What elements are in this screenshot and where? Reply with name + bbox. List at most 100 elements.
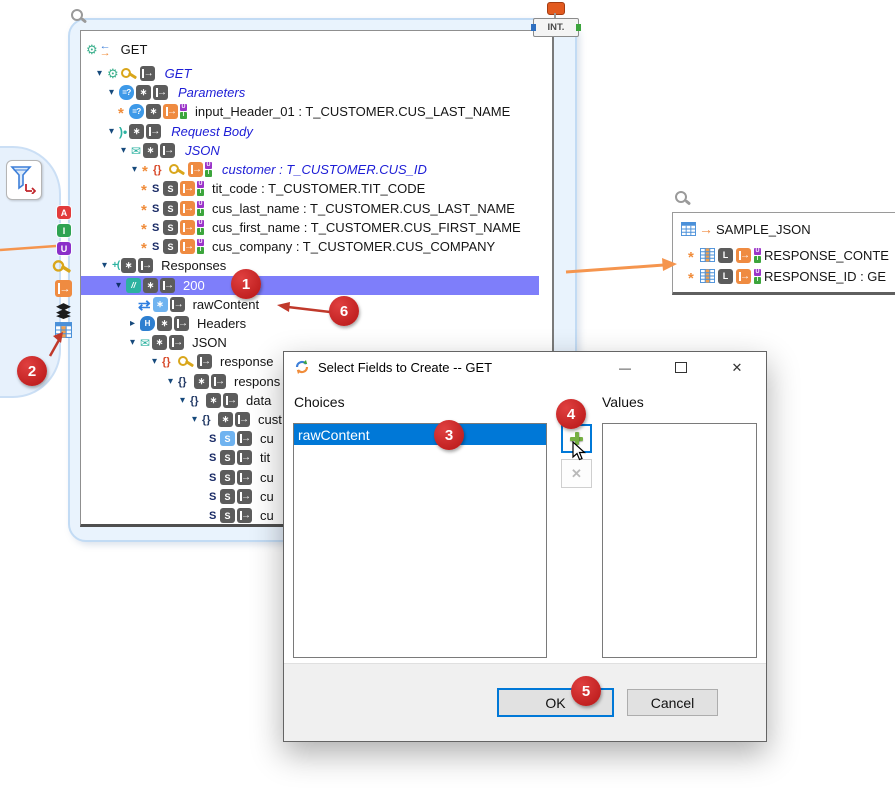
caret-right-icon[interactable]: ▸ (129, 318, 136, 329)
maximize-button[interactable] (653, 353, 709, 382)
list-type-icon: L (718, 268, 733, 284)
tree-row-json-response[interactable]: ▾ ✉ ∗ → JSON (127, 333, 227, 352)
envelope-icon: ✉ (131, 143, 142, 158)
caret-down-icon[interactable]: ▾ (131, 164, 138, 175)
caret-down-icon[interactable]: ▾ (151, 356, 158, 367)
x-icon: ✕ (571, 465, 582, 481)
export-icon: → (160, 278, 175, 293)
new-field-icon: ∗ (143, 143, 159, 158)
choices-list[interactable]: rawContent (293, 423, 547, 658)
badge-u-icon: U (197, 239, 204, 246)
string-new-icon: S (220, 450, 235, 465)
caret-down-icon[interactable]: ▾ (96, 68, 103, 79)
tree-row-responses[interactable]: ▾ +( ∗ → Responses (99, 256, 226, 275)
caret-down-icon[interactable]: ▾ (167, 376, 174, 387)
values-list[interactable] (602, 423, 757, 658)
badge-i-icon: I (754, 276, 761, 284)
key-icon (169, 162, 186, 177)
caret-down-icon[interactable]: ▾ (101, 260, 108, 271)
required-asterisk-icon: * (141, 182, 147, 199)
body-icon: )• (119, 124, 128, 139)
badge-i-icon: I (205, 170, 212, 177)
badge-u-icon: U (197, 201, 204, 208)
remove-field-button[interactable]: ✕ (561, 459, 592, 488)
plus-icon (570, 432, 583, 445)
export-icon: → (146, 124, 162, 139)
cancel-button[interactable]: Cancel (627, 689, 718, 716)
tree-row-rawcontent[interactable]: ⇄ ∗ → rawContent (138, 295, 259, 314)
sample-json-title-row[interactable]: → SAMPLE_JSON (681, 219, 811, 239)
tree-row-label: Responses (161, 258, 227, 273)
tree-row-label: cus_first_name : T_CUSTOMER.CUS_FIRST_NA… (212, 220, 521, 235)
tree-row-field[interactable]: S S → cu (209, 429, 274, 448)
tree-row-request-body[interactable]: ▾ )• ∗ → Request Body (106, 122, 253, 141)
new-field-icon: ∗ (218, 412, 233, 427)
annotation-circle-4: 4 (556, 399, 586, 429)
search-icon[interactable] (70, 8, 87, 25)
tree-row-field[interactable]: S S → cu (209, 506, 274, 524)
caret-down-icon[interactable]: ▾ (108, 87, 115, 98)
tree-row-field[interactable]: S S → cu (209, 487, 274, 506)
tree-row-response[interactable]: ▾ {} → response (149, 352, 273, 371)
string-highlighted-icon: S (220, 431, 235, 446)
caret-down-icon[interactable]: ▾ (129, 337, 136, 348)
string-type-icon: S (152, 221, 160, 234)
annotation-circle-3: 3 (434, 420, 464, 450)
export-icon: → (237, 489, 252, 504)
string-type-icon: S (152, 240, 160, 253)
table-icon[interactable] (55, 322, 72, 338)
dialog-title-bar[interactable]: Select Fields to Create -- GET (284, 352, 766, 382)
dialog-title: Select Fields to Create -- GET (318, 359, 493, 375)
tree-row-respons[interactable]: ▾ {} ∗ → respons (165, 372, 280, 391)
envelope-icon: ✉ (140, 335, 151, 350)
tree-row-field[interactable]: S S → tit (209, 448, 270, 467)
tree-row-data[interactable]: ▾ {} ∗ → data (177, 391, 271, 410)
object-braces-icon: {} (178, 375, 187, 388)
tree-row-get-root[interactable]: ⚙ ←→ GET (86, 40, 147, 59)
string-type-icon: S (152, 182, 160, 195)
tree-row-200-selected[interactable]: ▾ // ∗ → 200 (113, 276, 205, 295)
window-controls: — ✕ (597, 353, 765, 382)
search-icon[interactable] (674, 190, 691, 207)
caret-down-icon[interactable]: ▾ (179, 395, 186, 406)
choice-item-rawcontent[interactable]: rawContent (294, 424, 546, 445)
object-braces-icon: {} (190, 394, 199, 407)
tree-row-json-request[interactable]: ▾ ✉ ∗ → JSON (118, 141, 220, 160)
tree-row-label: cu (260, 470, 274, 485)
tree-row-headers[interactable]: ▸ H ∗ → Headers (127, 314, 246, 333)
export-icon: → (223, 393, 238, 408)
close-button[interactable]: ✕ (731, 359, 743, 375)
caret-down-icon[interactable]: ▾ (115, 280, 122, 291)
question-icon: =? (119, 85, 134, 100)
badge-i-icon: I (57, 224, 71, 237)
minimize-button[interactable]: — (619, 360, 631, 375)
required-asterisk-icon: * (142, 163, 148, 180)
filter-node-button[interactable] (6, 160, 42, 200)
caret-down-icon[interactable]: ▾ (108, 126, 115, 137)
swap-left-arrow: ← (99, 40, 111, 52)
caret-down-icon[interactable]: ▾ (120, 145, 127, 156)
tree-row-get[interactable]: ▾ ⚙ → GET (94, 64, 191, 83)
caret-down-icon[interactable]: ▾ (191, 414, 198, 425)
tree-row-cust[interactable]: ▾ {} ∗ → cust (189, 410, 282, 429)
tree-row-parameters[interactable]: ▾ =? ∗ → Parameters (106, 83, 245, 102)
new-field-highlighted-icon: ∗ (152, 297, 168, 312)
annotation-circle-1: 1 (231, 269, 261, 299)
tree-row-label: cu (260, 508, 274, 523)
tree-row-field[interactable]: S S → cu (209, 468, 274, 487)
string-new-icon: S (220, 489, 235, 504)
mapped-export-icon: → (180, 239, 195, 254)
